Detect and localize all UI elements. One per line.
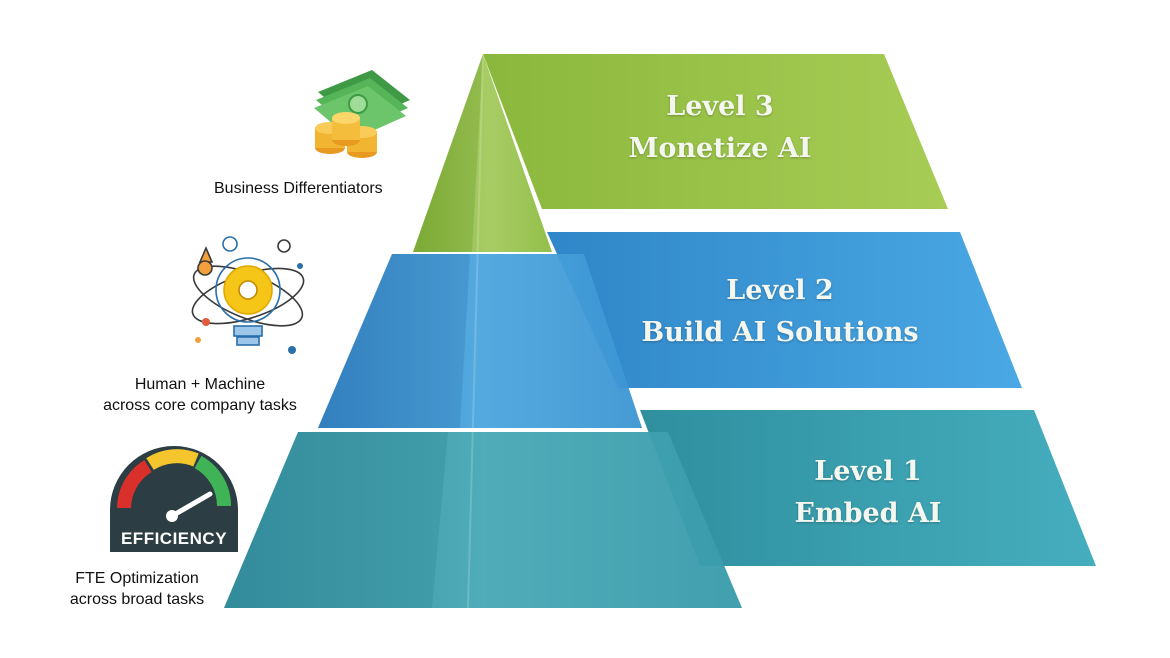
level-1-label: Level 1 Embed AI xyxy=(738,451,998,535)
level-3-label: Level 3 Monetize AI xyxy=(590,86,850,170)
caption-line: Business Differentiators xyxy=(214,180,383,197)
pyramid-tier-middle-shade xyxy=(318,254,470,428)
pyramid-tier-middle xyxy=(318,254,642,428)
human-machine-caption: Human + Machine across core company task… xyxy=(88,374,312,416)
caption-line: Human + Machine xyxy=(134,376,266,393)
level-3-title: Level 3 xyxy=(666,91,774,122)
level-1-title: Level 1 xyxy=(814,456,922,487)
pyramid-tier-top xyxy=(413,54,552,252)
level-2-band xyxy=(547,232,1022,388)
money-stack-coins-icon xyxy=(314,70,410,158)
fte-optimization-caption: FTE Optimization across broad tasks xyxy=(52,568,222,610)
level-2-label: Level 2 Build AI Solutions xyxy=(630,270,930,354)
pyramid-tier-top-shade xyxy=(413,54,483,252)
efficiency-gauge-label: EFFICIENCY xyxy=(120,529,228,548)
level-2-subtitle: Build AI Solutions xyxy=(641,317,919,348)
level-1-band xyxy=(640,410,1096,566)
caption-line: FTE Optimization xyxy=(75,570,199,587)
business-differentiators-caption: Business Differentiators xyxy=(214,178,383,199)
pyramid-tier-bottom xyxy=(224,432,742,608)
caption-line: across broad tasks xyxy=(69,591,205,608)
level-2-title: Level 2 xyxy=(726,275,834,306)
level-1-subtitle: Embed AI xyxy=(794,498,942,529)
lightbulb-gear-science-icon xyxy=(191,236,305,354)
level-3-subtitle: Monetize AI xyxy=(628,133,812,164)
pyramid-tier-bottom-shade xyxy=(224,432,448,608)
level-3-band xyxy=(483,54,948,209)
caption-line: across core company tasks xyxy=(103,397,297,414)
efficiency-gauge-icon xyxy=(110,446,238,552)
